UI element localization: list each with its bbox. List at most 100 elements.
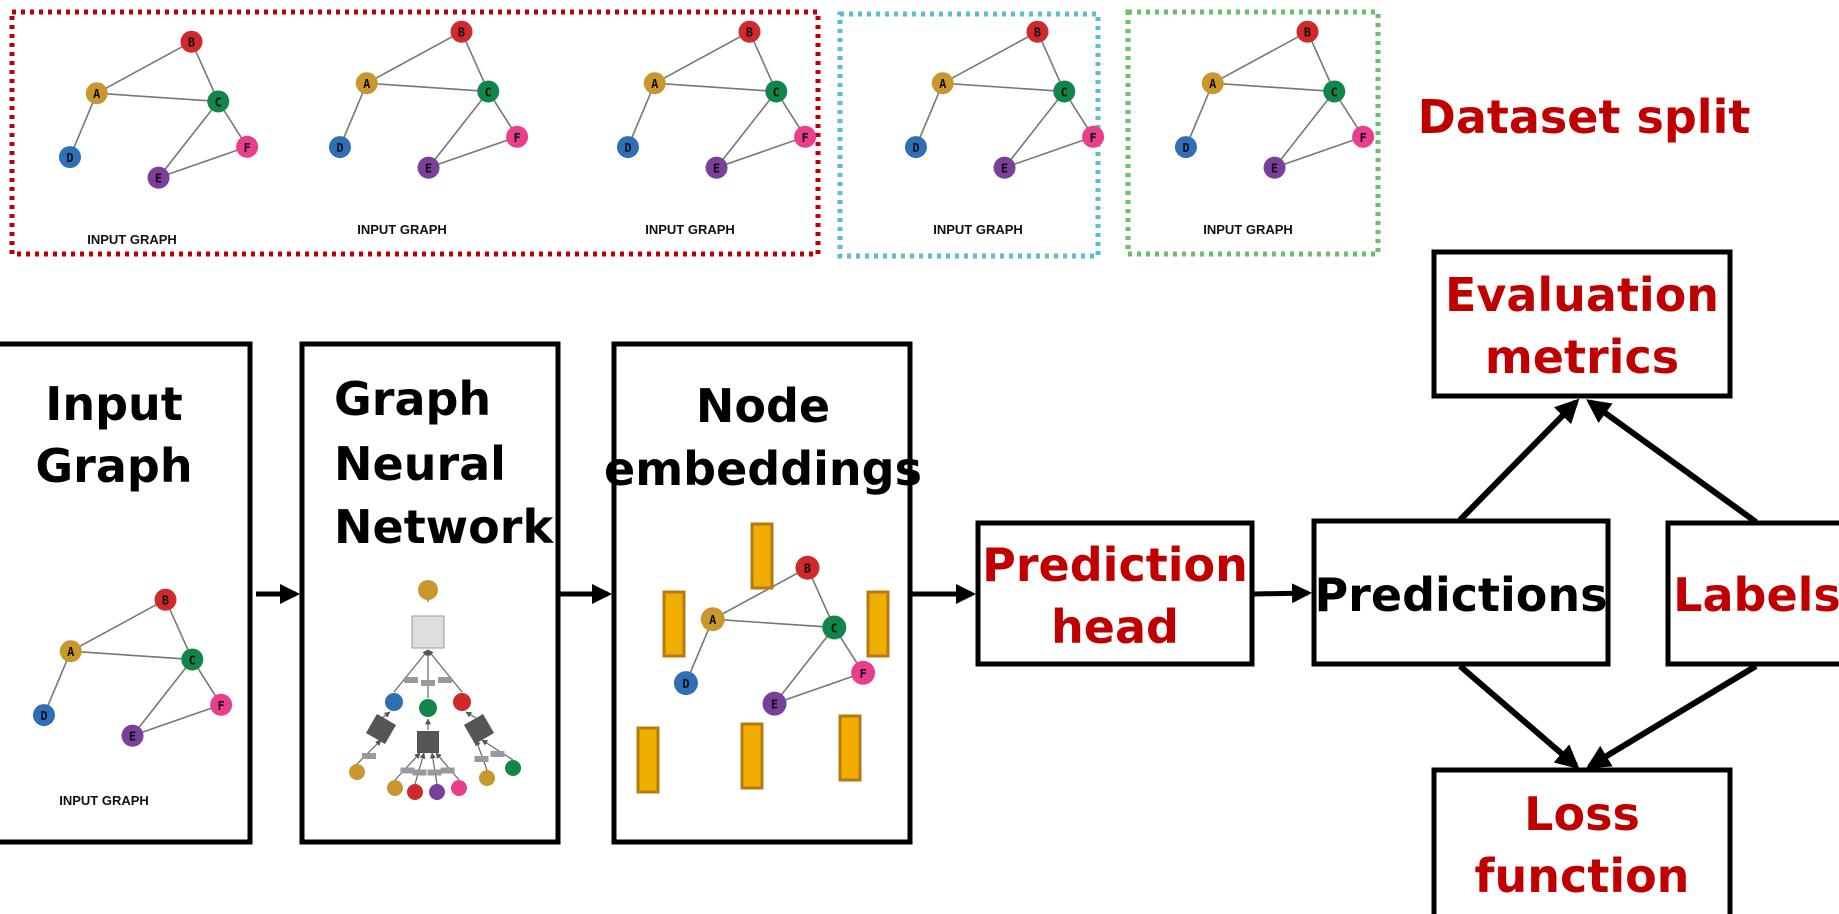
aggregation-block [365, 713, 397, 745]
graph-node-label: C [1061, 85, 1068, 99]
graph-edge [715, 90, 777, 169]
input-graph-title-line2: Graph [35, 439, 192, 493]
graph-node-f [1082, 125, 1105, 148]
graph-node-e [1263, 156, 1286, 179]
graph-node-label: F [860, 667, 867, 681]
graph-caption: INPUT GRAPH [1203, 222, 1293, 237]
arrow-predictions-to-loss [1458, 663, 1580, 770]
message-weight [427, 769, 442, 776]
graph-edge [716, 136, 806, 169]
graph-node-b [154, 588, 177, 611]
aggregation-block [463, 713, 495, 745]
aggregation-block [411, 615, 445, 649]
graph-edge [132, 704, 222, 737]
tree-node [419, 699, 437, 717]
tree-edge [481, 739, 514, 761]
graph-node-label: A [67, 645, 75, 659]
graph-edge [427, 90, 489, 169]
graph-edge [712, 618, 835, 629]
message-weight [400, 767, 415, 774]
graph-edge [69, 92, 98, 158]
graph-edge [96, 92, 219, 103]
graph-node-a [1201, 72, 1224, 95]
graph-node-label: E [425, 162, 432, 176]
tree-node [349, 764, 365, 780]
graph-node-label: C [831, 621, 838, 635]
message-weight [438, 677, 452, 683]
graph-node-b [1026, 20, 1049, 43]
graph-edge [1212, 82, 1335, 93]
tree-node [479, 770, 495, 786]
graph-node-f [506, 125, 529, 148]
labels-box [1665, 520, 1839, 667]
graph-node-c [822, 615, 847, 640]
graph-edge [942, 82, 1065, 93]
gnn-title-line3: Network [334, 500, 554, 554]
graph-edge [158, 146, 248, 179]
graph-node-f [210, 693, 233, 716]
gnn-title-line2: Neural [334, 437, 506, 491]
tree-edge [465, 711, 477, 719]
tree-edge [356, 739, 382, 765]
graph-edge [1185, 82, 1214, 148]
graph-node-label: F [514, 131, 521, 145]
graph-node-b [180, 30, 203, 53]
graph-caption: INPUT GRAPH [59, 793, 149, 808]
graph-node-c [1053, 80, 1076, 103]
graph-node-label: E [129, 730, 136, 744]
graph-node-label: E [771, 698, 778, 712]
graph-edge [712, 567, 808, 620]
graph-node-label: F [218, 699, 225, 713]
graph-node-c [207, 90, 230, 113]
prediction-head-line2: head [1051, 600, 1179, 654]
test-split-frame [1125, 9, 1381, 257]
graph-node-label: D [1182, 141, 1189, 155]
tree-edge [381, 711, 391, 719]
embedding-vector [838, 714, 862, 782]
graph-node-label: C [215, 95, 222, 109]
graph-node-b [795, 555, 820, 580]
graph-node-label: E [155, 172, 162, 186]
message-weight [440, 767, 455, 774]
graph-edge [654, 31, 750, 84]
graph-node-d [904, 136, 927, 159]
embedding-vector [866, 590, 890, 658]
graph-node-label: B [1034, 26, 1041, 40]
embedding-vector [740, 722, 764, 790]
arrow-head-to-predictions [1253, 583, 1312, 604]
graph-node-label: B [162, 594, 169, 608]
tree-edge [475, 739, 488, 771]
aggregation-block [417, 731, 439, 753]
graph-caption: INPUT GRAPH [357, 222, 447, 237]
graph-edge [70, 599, 166, 652]
graph-node-f [1352, 125, 1375, 148]
graph-edge [131, 658, 193, 737]
graph-node-label: D [912, 141, 919, 155]
message-weight [474, 756, 489, 762]
graph-node-label: A [709, 613, 717, 627]
graph-edge [773, 626, 835, 705]
graph-node-d [1174, 136, 1197, 159]
tree-edge [393, 649, 429, 693]
message-weight [362, 753, 376, 759]
gnn-computation-tree [349, 580, 521, 800]
graph-edge [942, 31, 1038, 84]
graph-node-label: D [682, 677, 689, 691]
arrow-labels-to-loss [1585, 663, 1758, 769]
graph-node-e [121, 724, 144, 747]
input-graph-box [0, 341, 253, 845]
graph-node-b [1296, 20, 1319, 43]
graph-node-a [355, 72, 378, 95]
embedding-vector [636, 726, 660, 794]
graph-caption: INPUT GRAPH [87, 232, 177, 247]
prediction-head-box [975, 520, 1255, 667]
graph-edge [428, 136, 518, 169]
graph-node-label: D [66, 151, 73, 165]
graph-node-f [794, 125, 817, 148]
graph-node-e [417, 156, 440, 179]
